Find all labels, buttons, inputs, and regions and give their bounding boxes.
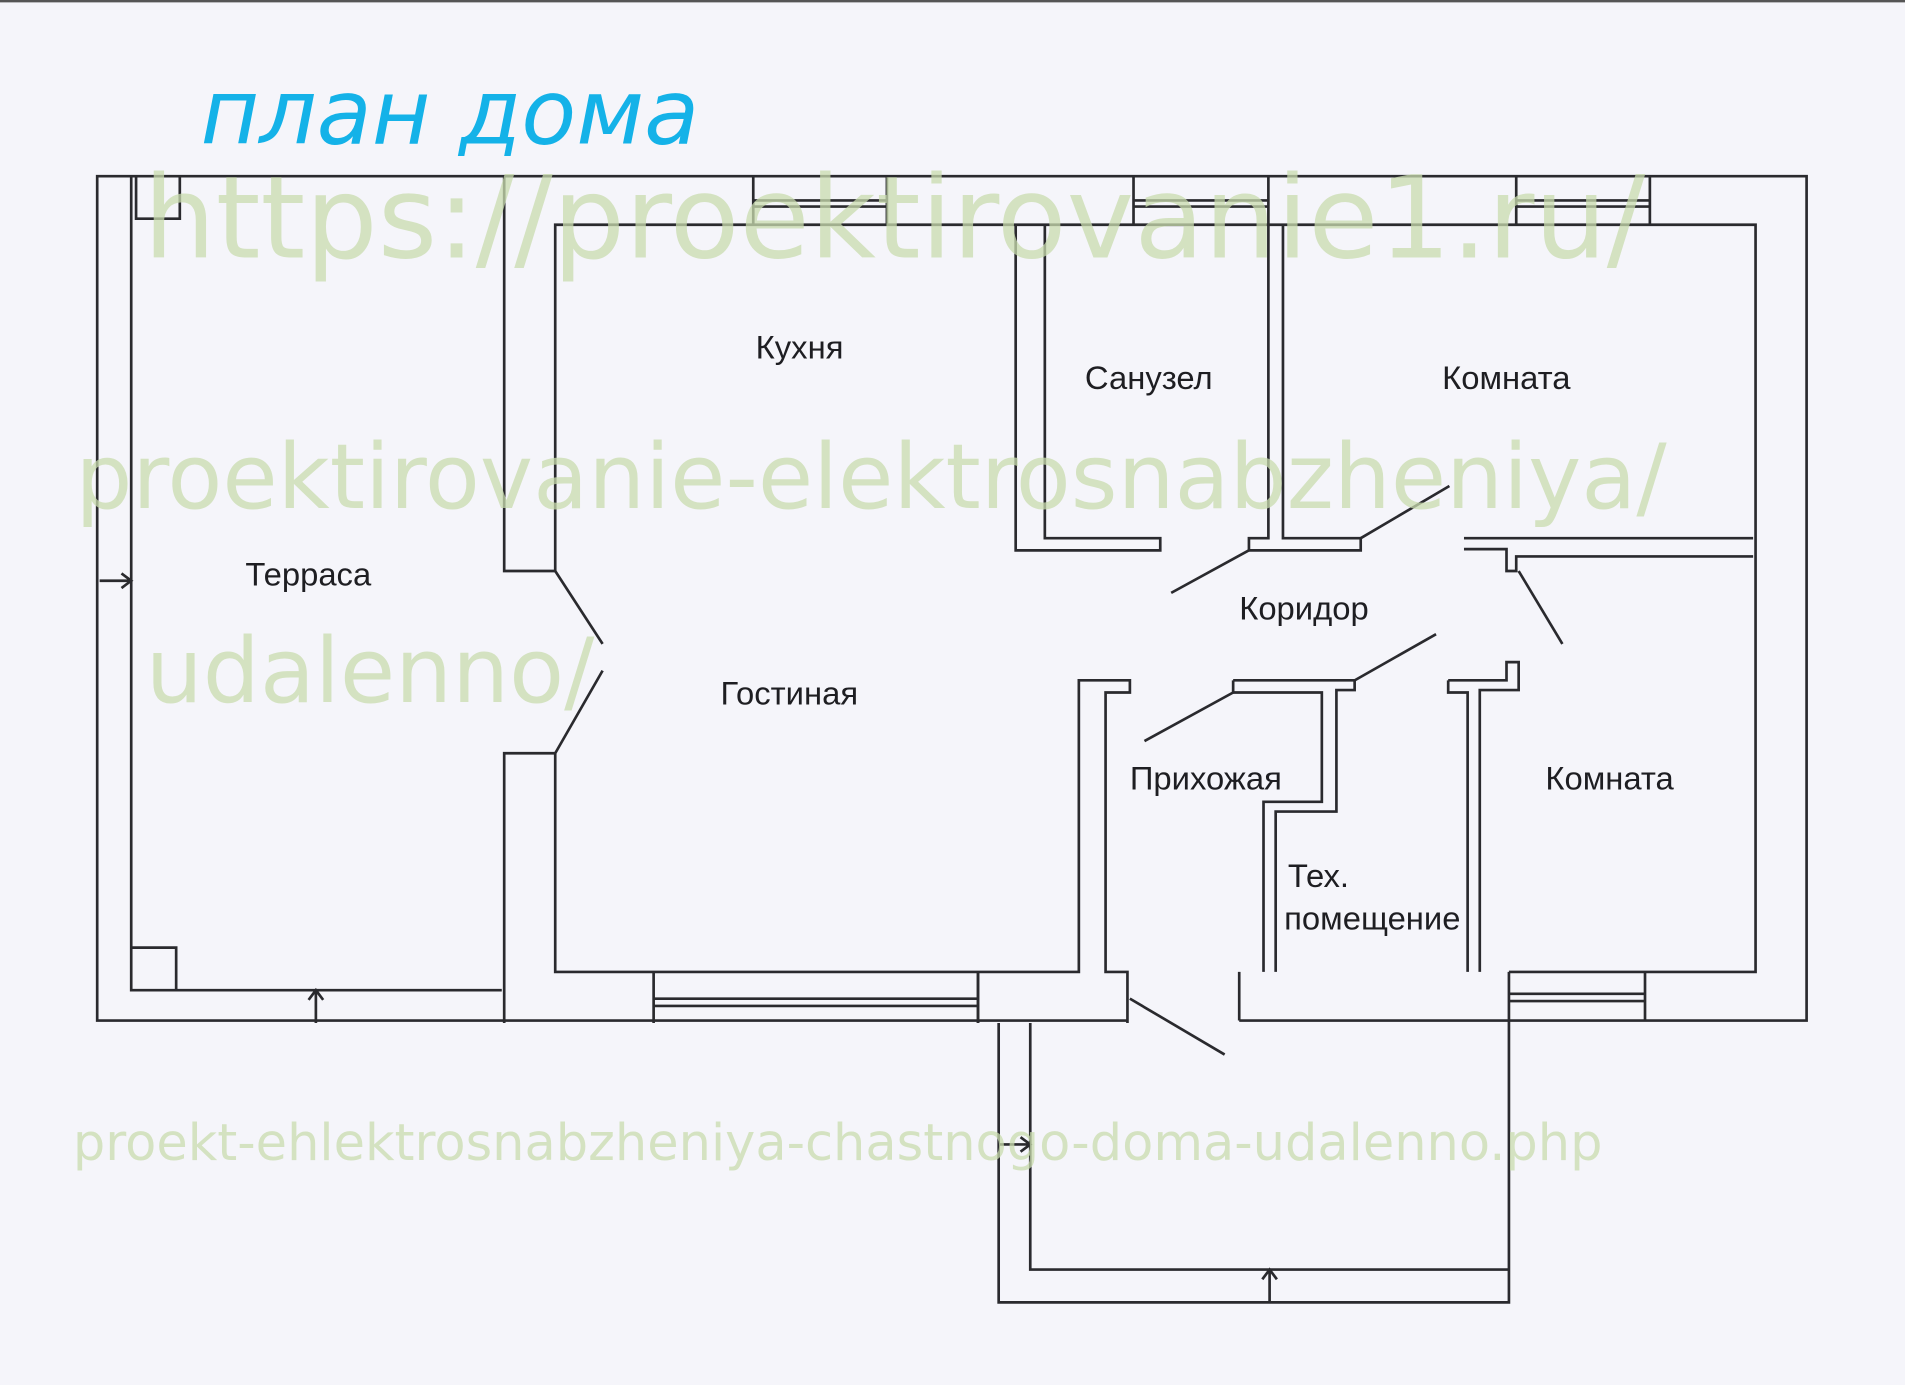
label-living-room: Гостиная [720, 675, 858, 712]
room-labels: Кухня Санузел Комната Терраса Коридор Го… [245, 328, 1674, 936]
watermark-line-3: udalenno/ [146, 620, 595, 724]
label-room-top: Комната [1442, 359, 1571, 396]
label-tech-room-1: Тех. [1288, 857, 1349, 894]
watermark-line-4: proekt-ehlektrosnabzheniya-chastnogo-dom… [73, 1114, 1603, 1173]
label-bathroom: Санузел [1085, 359, 1213, 396]
walls [95, 174, 1808, 1304]
label-room-bottom: Комната [1545, 760, 1674, 797]
watermark-line-1: https://proektirovanie1.ru/ [143, 152, 1645, 285]
watermark-line-2: proektirovanie-elektrosnabzheniya/ [75, 426, 1667, 530]
label-terrace: Терраса [245, 556, 372, 593]
label-hall: Прихожая [1130, 760, 1282, 797]
watermark: https://proektirovanie1.ru/ proektirovan… [73, 152, 1667, 1174]
handwritten-title: план дома [200, 61, 699, 165]
label-tech-room-2: помещение [1284, 899, 1460, 936]
label-kitchen: Кухня [756, 328, 844, 365]
label-corridor: Коридор [1239, 590, 1369, 627]
